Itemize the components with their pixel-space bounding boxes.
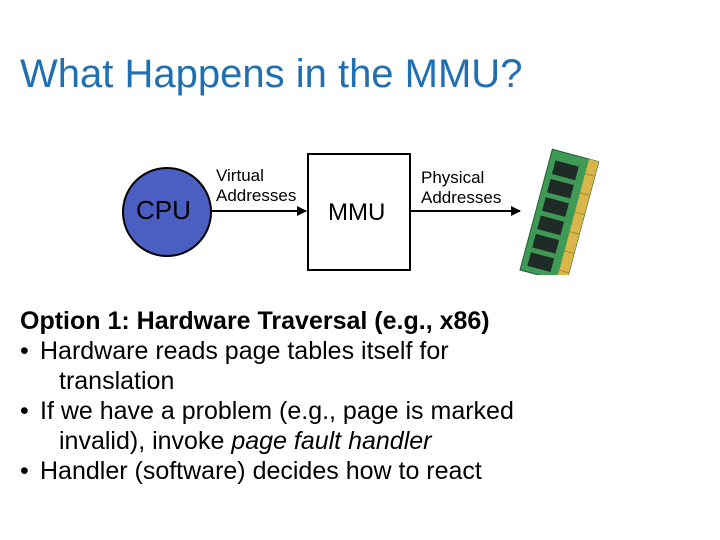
mmu-label: MMU	[328, 199, 386, 226]
virtual-label-line2: Addresses	[216, 186, 297, 205]
bullet-2-line2-prefix: invalid), invoke	[59, 427, 232, 455]
slide-title: What Happens in the MMU?	[20, 52, 523, 96]
bullet-2-line1: If we have a problem (e.g., page is mark…	[40, 397, 514, 425]
bullet-1-line1: Hardware reads page tables itself for	[40, 337, 449, 365]
physical-addresses-label: Physical Addresses	[421, 168, 501, 208]
physical-label-line2: Addresses	[421, 188, 502, 207]
bullet-1-line2: translation	[59, 367, 175, 395]
mmu-box	[307, 153, 411, 271]
bullet-dot: •	[20, 397, 29, 425]
bullet-item: • If we have a problem (e.g., page is ma…	[20, 396, 710, 456]
slide-body: Option 1: Hardware Traversal (e.g., x86)…	[20, 306, 710, 486]
option-heading: Option 1: Hardware Traversal (e.g., x86)	[20, 307, 490, 335]
virtual-label-line1: Virtual	[216, 166, 264, 185]
page-fault-handler-term: page fault handler	[231, 427, 432, 455]
ram-module-icon	[519, 148, 600, 275]
bullet-dot: •	[20, 457, 29, 485]
virtual-addresses-label: Virtual Addresses	[216, 166, 296, 206]
bullet-dot: •	[20, 337, 29, 365]
physical-label-line1: Physical	[421, 168, 485, 187]
bullet-3-line1: Handler (software) decides how to react	[40, 457, 482, 485]
cpu-label: CPU	[136, 195, 191, 225]
bullet-item: • Handler (software) decides how to reac…	[20, 456, 710, 486]
bullet-item: • Hardware reads page tables itself for …	[20, 336, 710, 396]
bullet-2-line2: invalid), invoke page fault handler	[40, 426, 710, 456]
cpu-circle	[122, 167, 212, 257]
